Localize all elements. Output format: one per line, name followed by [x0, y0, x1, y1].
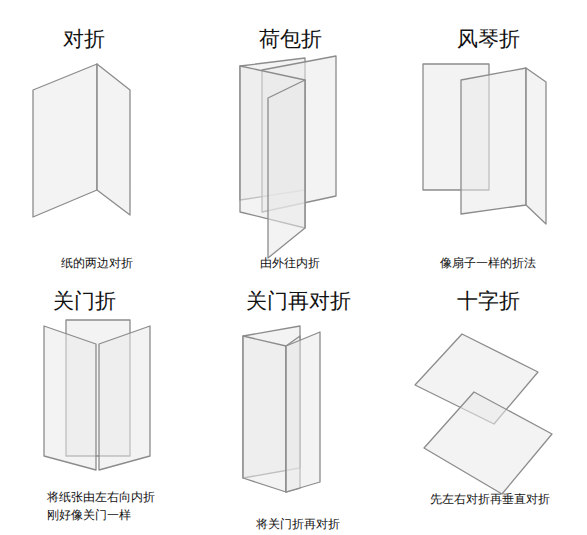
- fold-caption: 先左右对折再垂直对折: [430, 490, 550, 508]
- accordion-fold-figure: [423, 64, 546, 224]
- gate-fold-figure: [44, 320, 150, 470]
- fold-caption: 将纸张由左右向内折 刚好像关门一样: [47, 488, 160, 524]
- fold-caption: 将关门折再对折: [256, 515, 340, 533]
- half-fold-figure: [33, 64, 130, 217]
- fold-title: 关门再对折: [246, 288, 351, 315]
- fold-title: 风琴折: [457, 26, 520, 53]
- fold-title: 十字折: [457, 288, 520, 315]
- double-gate-fold-figure: [243, 326, 320, 492]
- fold-caption: 像扇子一样的折法: [440, 254, 536, 272]
- fold-caption: 由外往内折: [260, 254, 320, 272]
- letter-fold-figure: [240, 56, 336, 258]
- fold-title: 荷包折: [259, 26, 322, 53]
- fold-title: 对折: [63, 26, 105, 53]
- fold-title: 关门折: [53, 288, 116, 315]
- cross-fold-figure: [415, 334, 552, 494]
- fold-caption: 纸的两边对折: [61, 254, 133, 272]
